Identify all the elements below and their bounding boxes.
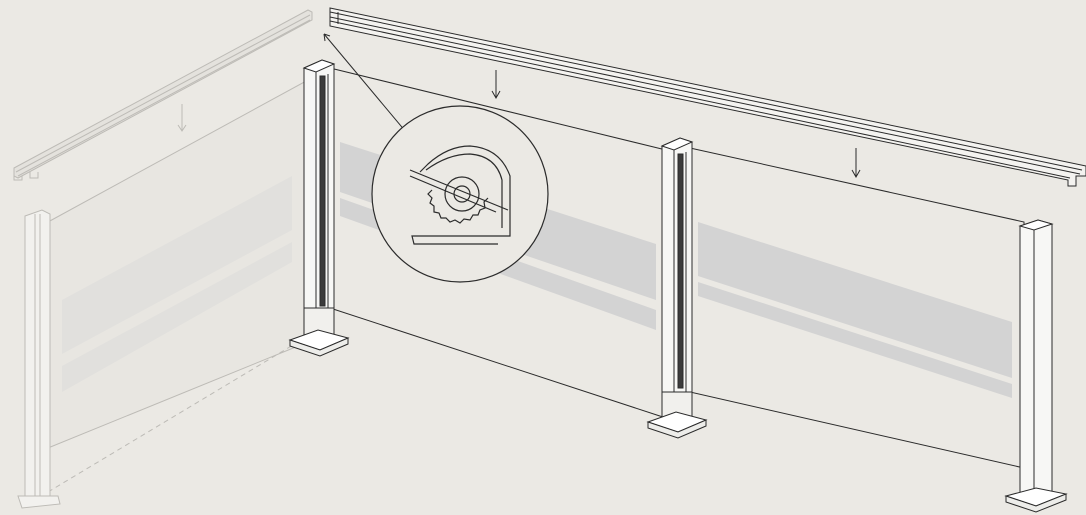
down-arrow-1 [491, 70, 501, 100]
post-base-1 [288, 329, 350, 357]
post-3 [1004, 219, 1068, 513]
frosted-band-lower-2 [698, 282, 1012, 398]
gasket-core-outer [444, 176, 480, 212]
post-1 [288, 59, 350, 357]
post-channel-2 [677, 153, 684, 389]
down-arrow-2 [851, 148, 861, 179]
ghost-section [13, 9, 313, 509]
post-channel-1 [319, 75, 326, 307]
post-base-2 [646, 411, 708, 439]
glass-edge [409, 169, 509, 211]
post-base-3 [1004, 487, 1068, 513]
glass-panel-2 [689, 147, 1025, 469]
gasket-gear [427, 189, 489, 224]
ghost-rail-left [13, 9, 313, 181]
frosted-band-upper-2 [698, 222, 1012, 378]
profile-housing [411, 145, 511, 245]
ghost-panel-left [47, 79, 309, 493]
leader-arrow [323, 33, 407, 133]
top-rail [329, 7, 1086, 187]
post-2 [646, 137, 708, 439]
ghost-post-left [17, 209, 61, 509]
ghost-down-arrow [177, 104, 187, 132]
detail-callout [371, 105, 549, 283]
